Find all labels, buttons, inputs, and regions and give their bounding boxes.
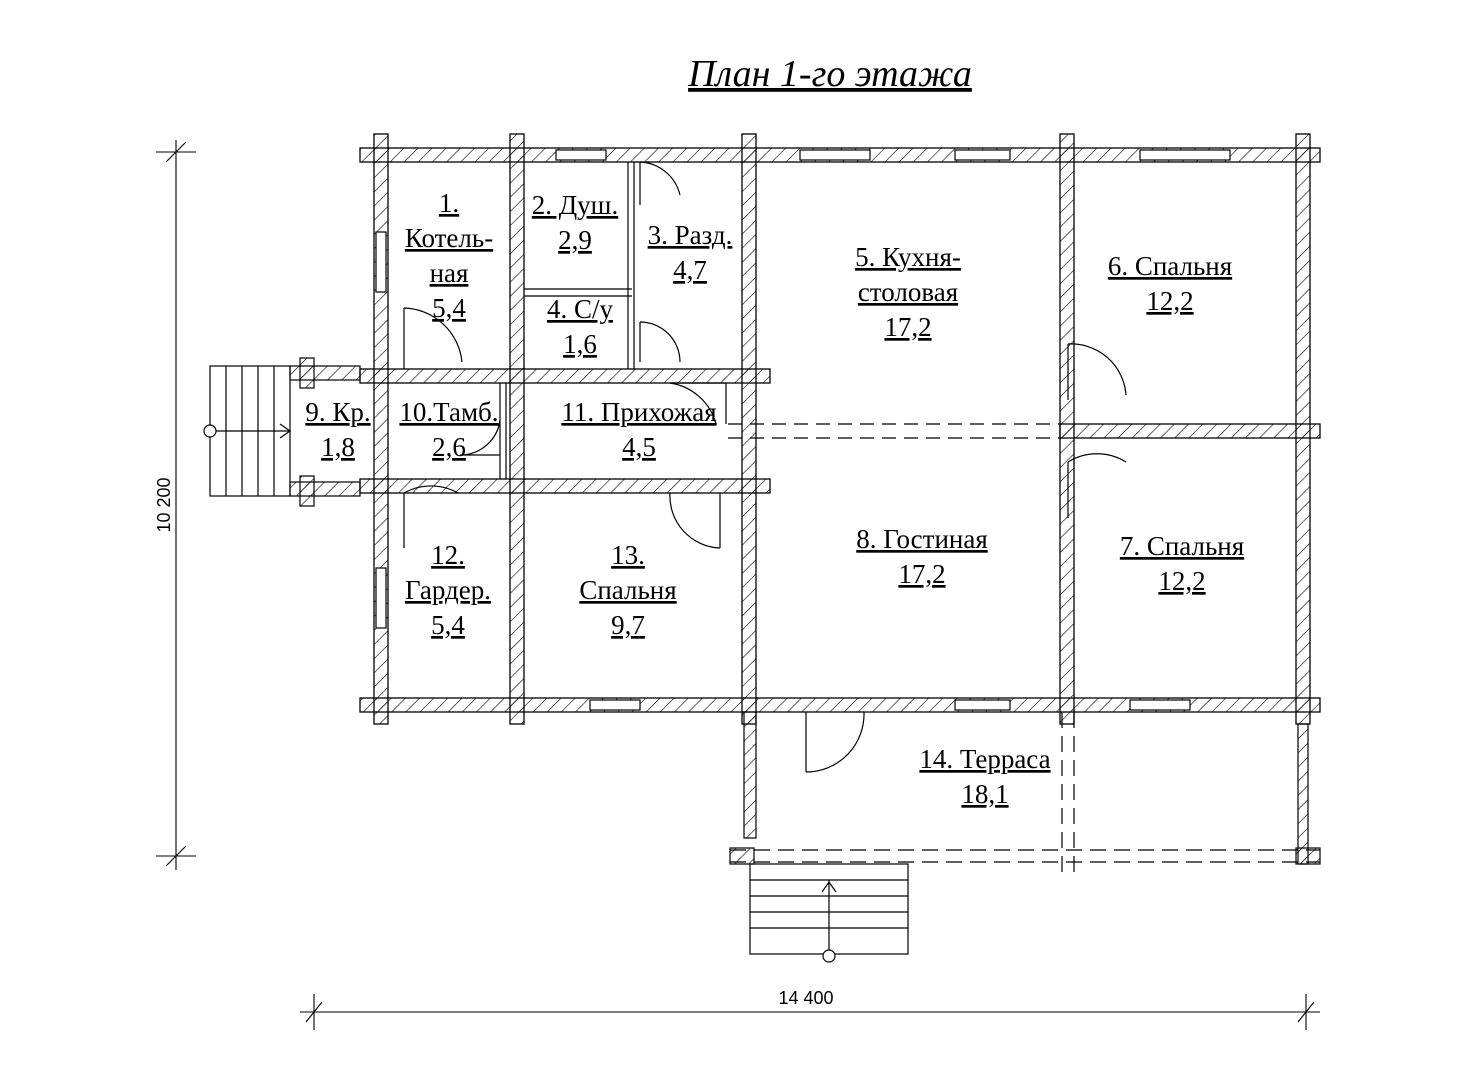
terrace-steps — [749, 863, 909, 963]
room-name-line: 11. Прихожая — [561, 397, 716, 427]
room-name-line: 5. Кухня- — [855, 242, 961, 272]
room-label-wc: 4. С/у 1,6 — [547, 294, 614, 359]
room-name-line: Котель- — [405, 223, 493, 253]
room-area: 1,8 — [321, 432, 355, 462]
terrace-outline — [729, 711, 1321, 878]
room-name-line: 6. Спальня — [1108, 251, 1232, 281]
room-label-bedroom6: 6. Спальня 12,2 — [1108, 251, 1232, 316]
plan-title: План 1-го этажа — [687, 53, 972, 95]
room-name-line: 8. Гостиная — [856, 524, 988, 554]
porch-steps — [203, 357, 361, 507]
room-area: 17,2 — [884, 312, 931, 342]
room-label-hallway: 11. Прихожая 4,5 — [561, 397, 716, 462]
room-area: 9,7 — [611, 610, 645, 640]
room-label-terrace: 14. Терраса 18,1 — [919, 744, 1050, 809]
walls — [359, 133, 1321, 725]
room-label-vestibule: 10.Тамб. 2,6 — [399, 397, 498, 462]
room-area: 4,7 — [673, 255, 707, 285]
room-label-shower: 2. Душ. 2,9 — [532, 190, 618, 255]
room-label-bedroom13: 13. Спальня 9,7 — [579, 540, 676, 640]
room-name-line: 14. Терраса — [919, 744, 1050, 774]
room-label-wardrobe: 12. Гардер. 5,4 — [405, 540, 491, 640]
room-name-line: ная — [430, 258, 469, 288]
room-name-line: 9. Кр. — [305, 397, 370, 427]
partitions — [499, 162, 635, 479]
room-label-porch: 9. Кр. 1,8 — [305, 397, 370, 462]
room-label-dressing: 3. Разд. 4,7 — [648, 220, 733, 285]
room-name-line: 4. С/у — [547, 294, 614, 324]
dimension-lines — [156, 140, 1320, 1030]
room-name-line: 7. Спальня — [1120, 531, 1244, 561]
room-label-kitchen: 5. Кухня-столовая 17,2 — [855, 242, 961, 342]
room-area: 2,9 — [558, 225, 592, 255]
room-area: 1,6 — [563, 329, 597, 359]
room-label-bedroom7: 7. Спальня 12,2 — [1120, 531, 1244, 596]
room-name-line: 12. — [431, 540, 465, 570]
width-dimension: 14 400 — [778, 988, 833, 1008]
room-name-line: Спальня — [579, 575, 676, 605]
room-name-line: Гардер. — [405, 575, 491, 605]
room-area: 12,2 — [1158, 566, 1205, 596]
height-dimension: 10 200 — [154, 477, 174, 532]
room-name-line: 1. — [439, 188, 459, 218]
room-area: 2,6 — [432, 432, 466, 462]
windows — [375, 149, 1231, 711]
room-label-boiler: 1. Котель-ная 5,4 — [405, 188, 493, 323]
open-partition — [728, 423, 1060, 439]
room-name-line: столовая — [858, 277, 958, 307]
room-name-line: 3. Разд. — [648, 220, 733, 250]
room-area: 12,2 — [1146, 286, 1193, 316]
room-name-line: 2. Душ. — [532, 190, 618, 220]
room-area: 5,4 — [432, 293, 466, 323]
room-area: 4,5 — [622, 432, 656, 462]
room-area: 18,1 — [961, 779, 1008, 809]
room-area: 17,2 — [898, 559, 945, 589]
doors — [403, 161, 1127, 773]
room-name-line: 10.Тамб. — [399, 397, 498, 427]
room-labels: 1. Котель-ная 5,4 2. Душ. 2,9 3. Разд. 4,7 4. С… — [305, 188, 1244, 809]
room-name-line: 13. — [611, 540, 645, 570]
room-area: 5,4 — [431, 610, 465, 640]
room-label-living: 8. Гостиная 17,2 — [856, 524, 988, 589]
